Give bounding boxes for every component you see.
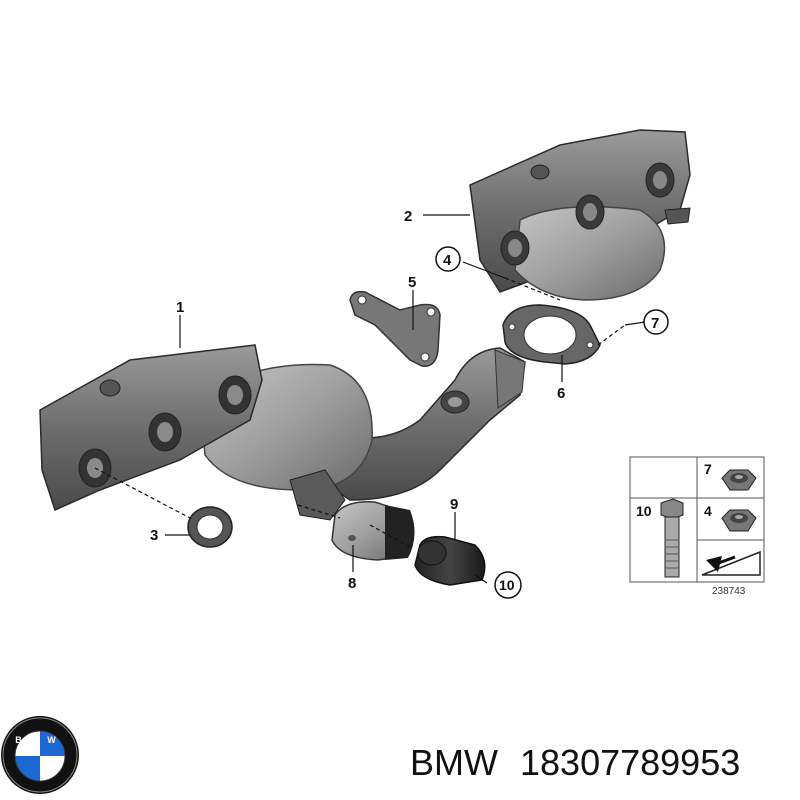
manifold-lower-part-1 — [39, 344, 526, 521]
callout-7-circle — [643, 309, 669, 335]
bmw-logo: BMW — [1, 716, 79, 794]
brand-part-number: BMW 18307789953 — [410, 742, 740, 783]
arrow-icon — [701, 550, 761, 576]
nut-icon — [721, 469, 757, 491]
callout-5: 5 — [408, 274, 416, 291]
callout-1: 1 — [176, 299, 184, 316]
nut-icon — [721, 509, 757, 532]
callout-9: 9 — [450, 496, 458, 513]
diagram-number: 238743 — [712, 586, 746, 597]
bolt-icon — [660, 498, 684, 578]
callout-4: 4 — [443, 252, 452, 269]
callout-7: 7 — [651, 315, 659, 332]
callout-2: 2 — [404, 208, 412, 225]
bracket-part-5 — [349, 290, 441, 367]
callout-3: 3 — [150, 527, 158, 544]
callout-8: 8 — [348, 575, 356, 592]
manifold-upper-part-2 — [469, 129, 691, 301]
leader-lines — [94, 214, 646, 584]
callout-10: 10 — [499, 577, 515, 593]
rubber-buffer-part-9 — [414, 535, 486, 586]
hardware-legend: 7 4 10 — [629, 456, 765, 583]
legend-label-4: 4 — [704, 503, 712, 519]
rubber-mount-part-8 — [331, 501, 415, 561]
callout-10-circle — [494, 571, 522, 599]
legend-label-7: 7 — [704, 461, 712, 477]
ring-gasket-part-3 — [187, 506, 233, 548]
gasket-part-6 — [502, 304, 601, 365]
callout-6: 6 — [557, 385, 565, 402]
part-number: 18307789953 — [520, 742, 740, 783]
brand-name: BMW — [410, 742, 498, 783]
logo-letters: BMW — [15, 735, 65, 745]
legend-label-10: 10 — [636, 503, 652, 519]
callout-4-circle — [435, 246, 461, 272]
